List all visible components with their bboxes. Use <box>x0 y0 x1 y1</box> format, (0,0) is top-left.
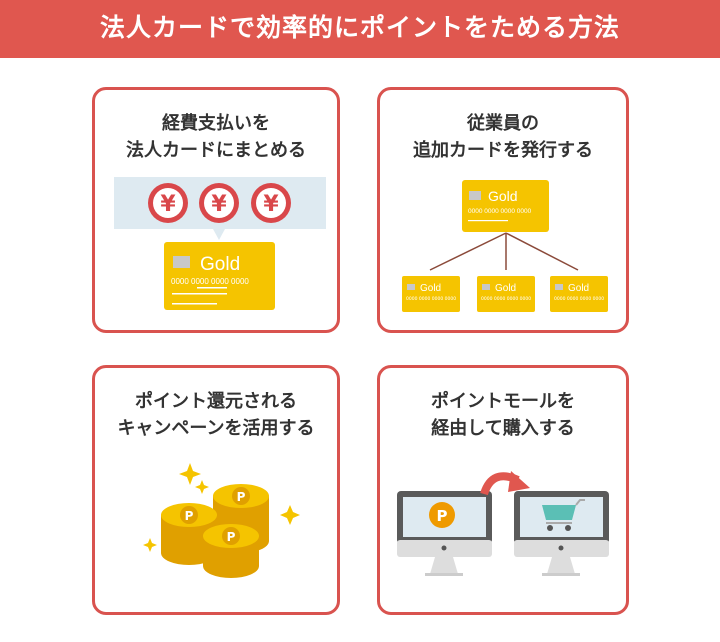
panel-title: 従業員の追加カードを発行する <box>413 113 593 161</box>
page-header: 法人カードで効率的にポイントをためる方法 <box>0 0 720 58</box>
coins-illustration: P P P <box>143 463 300 578</box>
arrow-icon <box>480 471 530 496</box>
monitor-icon <box>514 491 609 576</box>
svg-text:P: P <box>185 509 194 523</box>
yen-coin-icon <box>199 183 239 223</box>
yen-coin-icon <box>148 183 188 223</box>
svg-text:P: P <box>437 507 448 525</box>
svg-text:Gold: Gold <box>200 254 240 275</box>
additional-cards-illustration: Gold 0000 0000 0000 0000 Gold 0000 0000 0… <box>402 180 608 312</box>
gold-card-icon: Gold 0000 0000 0000 0000 <box>402 276 460 312</box>
svg-text:P: P <box>227 530 236 544</box>
point-mall-illustration: P <box>397 471 609 576</box>
gold-card-icon: Gold 0000 0000 0000 0000 <box>164 242 275 310</box>
svg-text:0000 0000 0000 0000: 0000 0000 0000 0000 <box>554 296 604 302</box>
svg-text:Gold: Gold <box>568 283 589 294</box>
svg-text:0000 0000 0000 0000: 0000 0000 0000 0000 <box>481 296 531 302</box>
shopping-cart-icon <box>542 499 585 531</box>
sparkle-icon <box>143 463 300 552</box>
gold-card-icon: Gold 0000 0000 0000 0000 <box>550 276 608 312</box>
svg-text:Gold: Gold <box>420 283 441 294</box>
svg-text:0000 0000 0000 0000: 0000 0000 0000 0000 <box>171 277 249 286</box>
panel-title: ポイント還元されるキャンペーンを活用する <box>117 391 315 439</box>
page-title: 法人カードで効率的にポイントをためる方法 <box>99 13 620 42</box>
panel-title: ポイントモールを経由して購入する <box>431 391 575 439</box>
panel-additional-cards: 従業員の追加カードを発行する Gold 0000 0000 0000 0000 … <box>377 87 629 333</box>
yen-coin-icon <box>251 183 291 223</box>
svg-text:¥: ¥ <box>211 192 227 217</box>
panel-title: 経費支払いを法人カードにまとめる <box>126 113 306 161</box>
panel-consolidate-expenses: 経費支払いを法人カードにまとめる ¥ ¥ ¥ Gold 0000 0000 00… <box>92 87 340 333</box>
svg-text:Gold: Gold <box>495 283 516 294</box>
svg-text:¥: ¥ <box>160 192 176 217</box>
svg-text:Gold: Gold <box>488 188 518 204</box>
expenses-illustration: ¥ ¥ ¥ Gold 0000 0000 0000 0000 <box>114 177 326 310</box>
gold-card-icon: Gold 0000 0000 0000 0000 <box>462 180 549 232</box>
panel-campaigns: ポイント還元されるキャンペーンを活用する P P P <box>92 365 340 615</box>
gold-card-icon: Gold 0000 0000 0000 0000 <box>477 276 535 312</box>
coin-stack-icon: P P P <box>161 484 269 578</box>
svg-text:0000 0000 0000 0000: 0000 0000 0000 0000 <box>468 208 532 215</box>
svg-text:¥: ¥ <box>263 192 279 217</box>
panel-point-mall: ポイントモールを経由して購入する P <box>377 365 629 615</box>
svg-text:P: P <box>237 490 246 504</box>
svg-text:0000 0000 0000 0000: 0000 0000 0000 0000 <box>406 296 456 302</box>
monitor-icon: P <box>397 491 492 576</box>
